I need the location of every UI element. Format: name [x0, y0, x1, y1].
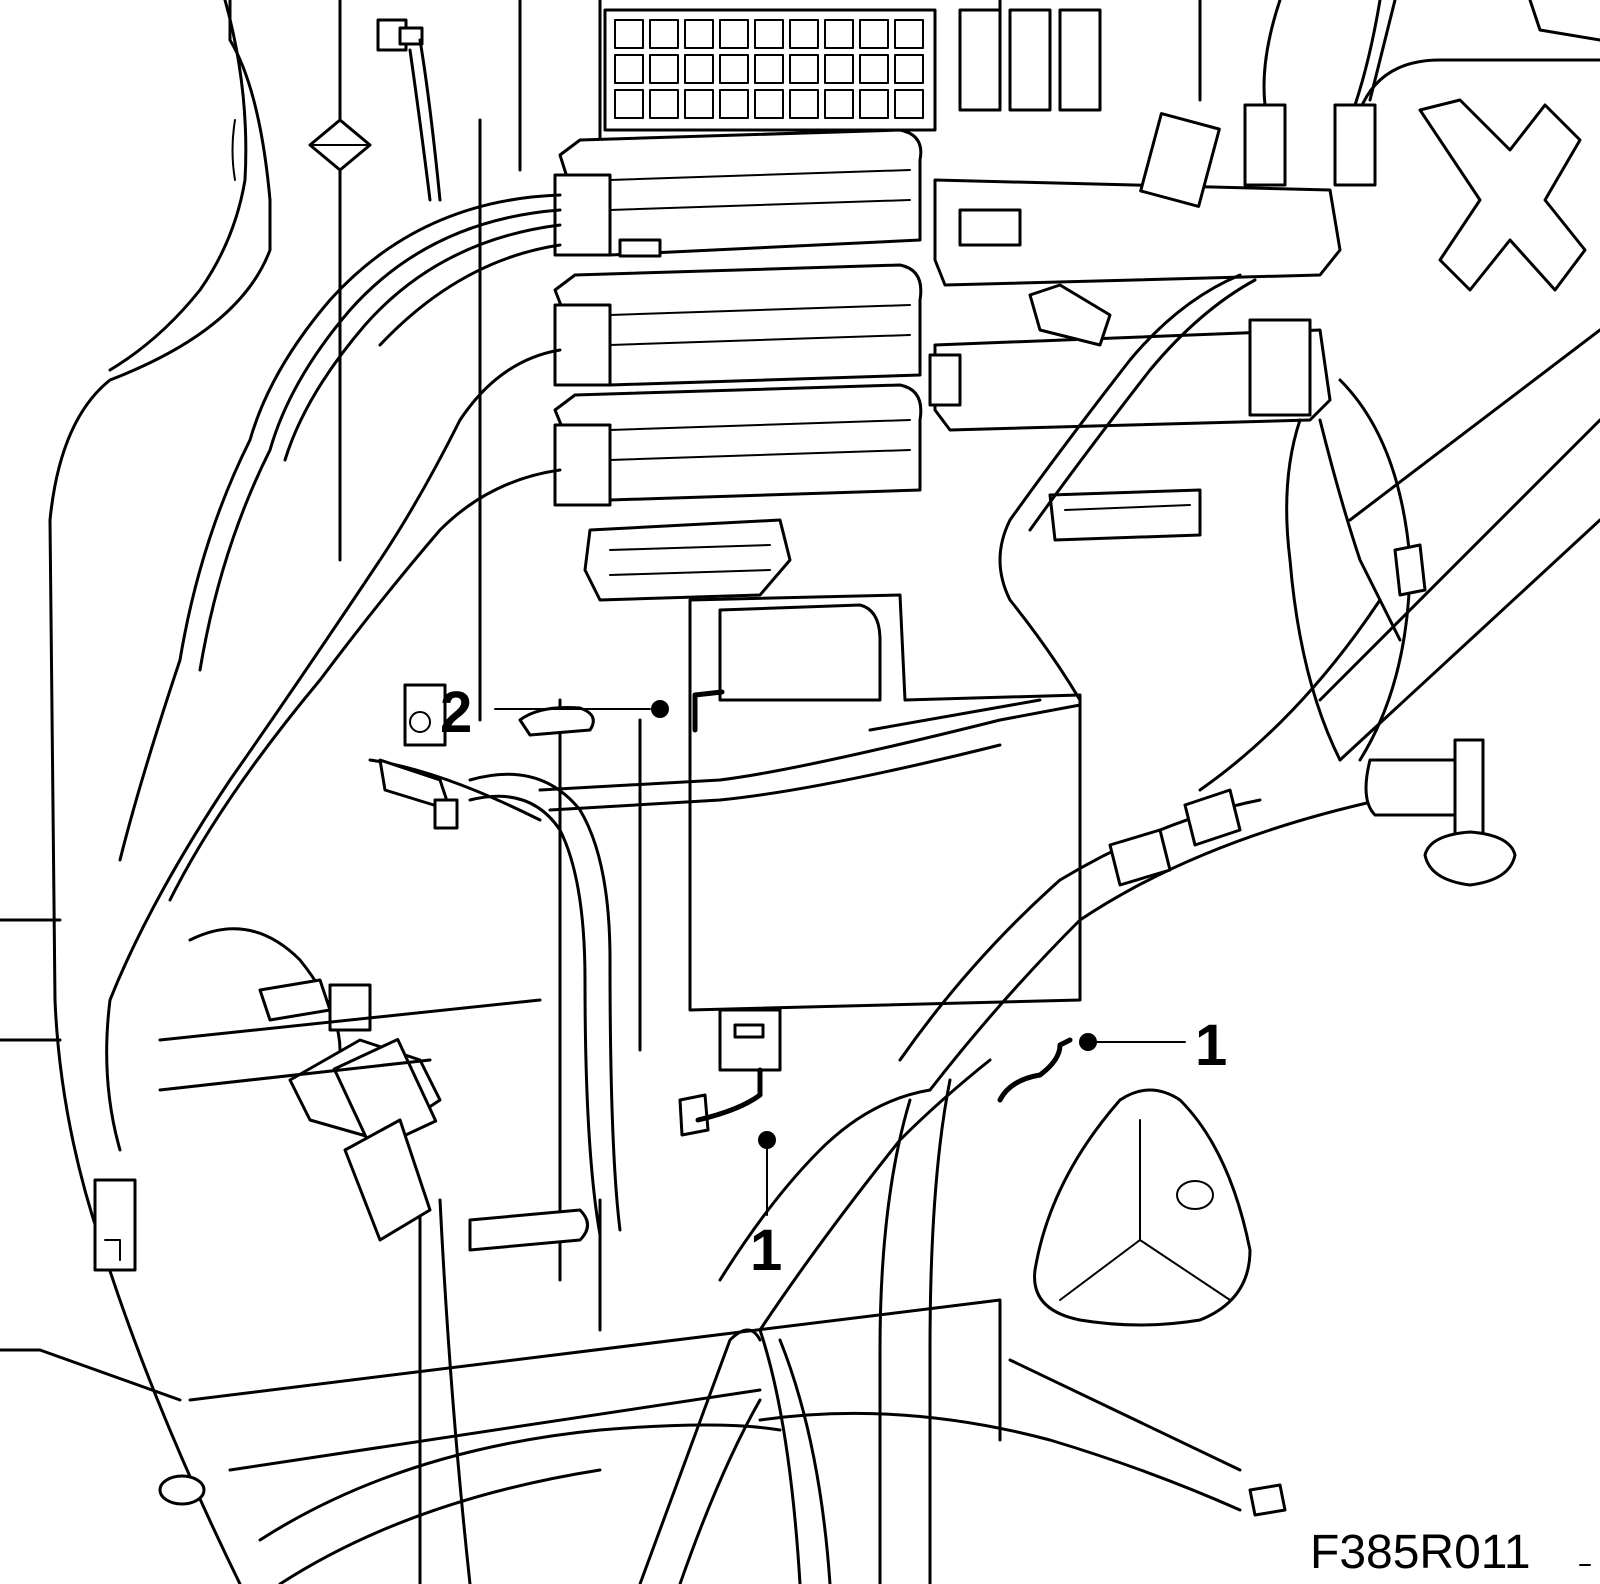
left-edge-clip — [93, 1178, 137, 1272]
fuse-slot — [824, 89, 854, 119]
fuse-slot — [754, 54, 784, 84]
top-small-connector — [376, 18, 442, 202]
fuse-slot — [649, 19, 679, 49]
fuse-slot — [859, 89, 889, 119]
fuse-box-grid — [603, 8, 1102, 132]
fuse-slot — [649, 54, 679, 84]
fuse-slot — [649, 89, 679, 119]
diamond-marker-icon — [308, 118, 372, 172]
callout-label-2: 2 — [440, 680, 472, 745]
triangular-cover-panel — [1033, 1088, 1252, 1327]
lower-floor-structure — [0, 998, 1002, 1584]
callout-leaders — [494, 700, 1186, 1216]
fuse-slot — [894, 89, 924, 119]
connector-pin-block — [583, 518, 792, 602]
control-module-body — [403, 593, 1082, 1332]
cable-clips — [378, 543, 1427, 1517]
fuse-slot — [684, 54, 714, 84]
fuse-slot — [859, 54, 889, 84]
harness-bracket-1 — [695, 1037, 1073, 1123]
connector-upper-3 — [553, 383, 923, 507]
fuse-slot — [894, 54, 924, 84]
fuse-slot — [614, 19, 644, 49]
callout-label-1-right: 1 — [1195, 1013, 1227, 1078]
fuse-slot — [719, 19, 749, 49]
mounting-bolt-right — [1364, 738, 1517, 887]
fuse-slot — [614, 89, 644, 119]
fuse-slot — [614, 54, 644, 84]
right-x-panel — [1318, 98, 1600, 762]
right-connector-group — [928, 0, 1397, 542]
fuse-slot — [719, 54, 749, 84]
connector-upper-1 — [553, 128, 923, 258]
fuse-slot — [789, 54, 819, 84]
relay-connector-stack — [553, 128, 923, 602]
fuse-slot — [684, 89, 714, 119]
fuse-slot — [754, 19, 784, 49]
connector-upper-2 — [553, 263, 923, 387]
fuse-slot — [719, 89, 749, 119]
harness-clip-2 — [692, 689, 725, 733]
fuse-slot — [824, 54, 854, 84]
figure-reference-id: F385R011 — [1310, 1526, 1531, 1579]
fuse-slot — [789, 19, 819, 49]
fuse-slot — [824, 19, 854, 49]
callout-label-1-bottom: 1 — [750, 1218, 782, 1283]
left-pillar-panel — [0, 0, 272, 1584]
fuse-slot — [859, 19, 889, 49]
fuse-slot — [894, 19, 924, 49]
fuse-slot — [789, 89, 819, 119]
fuse-slot — [754, 89, 784, 119]
fuse-slot — [684, 19, 714, 49]
